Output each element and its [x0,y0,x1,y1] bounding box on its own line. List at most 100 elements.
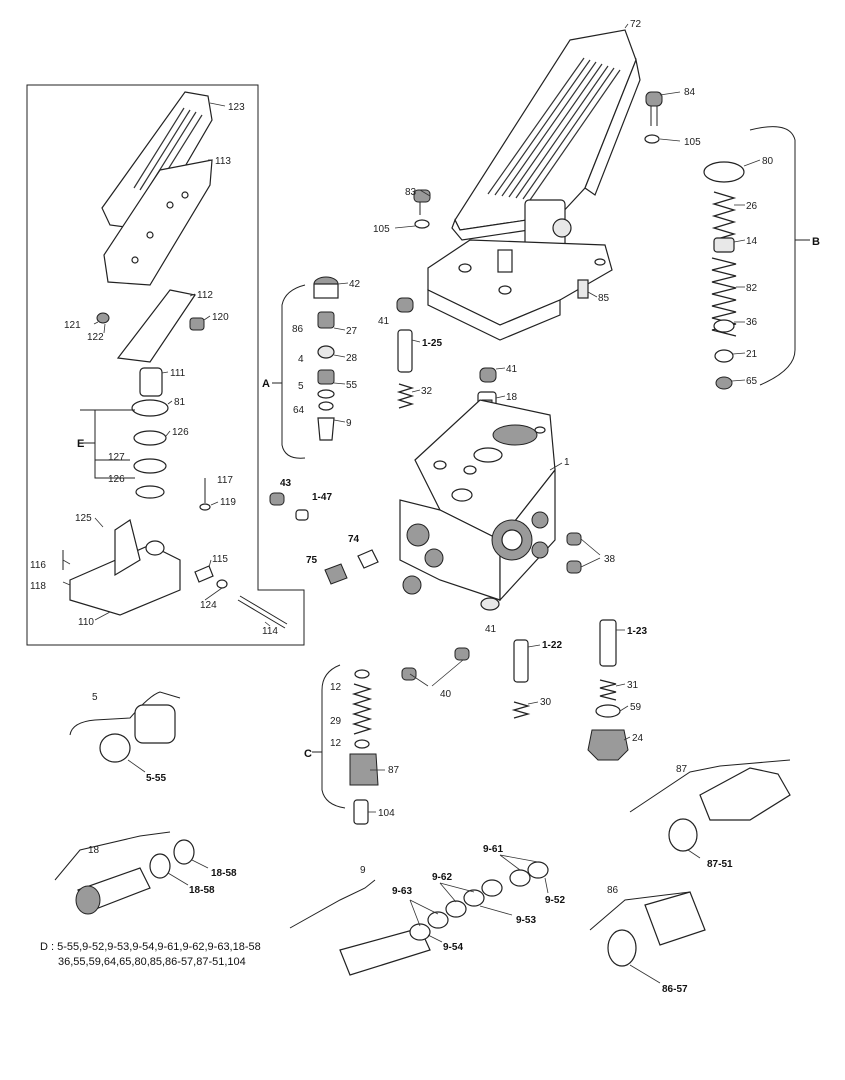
detail-label-9-63: 9-63 [392,886,412,897]
label-111: 111 [170,368,186,379]
label-122: 122 [87,332,104,343]
stack-b [703,126,810,390]
label-75: 75 [306,555,318,566]
kit-note-line2: 36,55,59,64,65,80,85,86-57,87-51,104 [58,956,246,968]
label-43: 43 [280,478,292,489]
label-113: 113 [215,156,231,167]
label-85: 85 [598,293,610,304]
label-120: 120 [212,312,229,323]
detail-87 [629,759,791,852]
detail-label-9-52: 9-52 [545,895,565,906]
parts-122-123 [511,619,629,761]
kit-note-line1: D : 5-55,9-52,9-53,9-54,9-61,9-62,9-63,1… [40,941,261,953]
label-30: 30 [540,697,552,708]
detail-label-86: 86 [607,885,619,896]
detail-label-9-54: 9-54 [443,942,463,953]
group-label-e: E [77,438,84,450]
detail-label-18-58b: 18-58 [189,885,215,896]
label-1-47: 1-47 [312,492,332,503]
detail-label-9-61: 9-61 [483,844,503,855]
label-12b: 12 [330,738,342,749]
label-41c: 41 [485,624,497,635]
label-81: 81 [174,397,186,408]
detail-label-86-57: 86-57 [662,984,688,995]
label-28: 28 [346,353,358,364]
group-label-c: C [304,748,312,760]
label-80: 80 [762,156,774,167]
stack-c [312,664,379,825]
label-83: 83 [405,187,417,198]
inset-frame [26,84,305,646]
label-87: 87 [388,765,400,776]
label-9: 9 [346,418,352,429]
label-86: 86 [292,324,304,335]
label-123: 123 [228,102,245,113]
label-117: 117 [217,475,233,486]
label-118: 118 [30,581,46,592]
detail-label-9-53: 9-53 [516,915,536,926]
detail-label-5: 5 [92,692,98,703]
detail-86 [589,891,706,967]
label-64: 64 [293,405,305,416]
label-55: 55 [346,380,358,391]
detail-label-9: 9 [360,865,366,876]
label-1-22: 1-22 [542,640,562,651]
label-38: 38 [604,554,616,565]
label-84: 84 [684,87,696,98]
label-1-23: 1-23 [627,626,647,637]
detail-5 [69,691,181,763]
label-72: 72 [630,19,642,30]
label-126a: 126 [172,427,189,438]
label-40: 40 [440,689,452,700]
label-124: 124 [200,600,217,611]
label-65: 65 [746,376,758,387]
label-119: 119 [220,497,236,508]
label-1-25: 1-25 [422,338,442,349]
label-105b: 105 [373,224,390,235]
label-21: 21 [746,349,758,360]
detail-label-18-58a: 18-58 [211,868,237,879]
label-127: 127 [108,452,125,463]
label-125: 125 [75,513,92,524]
detail-9 [289,861,549,976]
group-label-a: A [262,378,270,390]
label-12a: 12 [330,682,342,693]
detail-label-18: 18 [88,845,100,856]
screw-83 [413,189,431,229]
label-5: 5 [298,381,304,392]
label-31: 31 [627,680,639,691]
label-112: 112 [197,290,213,301]
leader-lines [62,23,761,984]
label-59: 59 [630,702,642,713]
inset-pedal [62,91,288,629]
label-126b: 126 [108,474,125,485]
label-41a: 41 [378,316,390,327]
label-104: 104 [378,808,395,819]
screw-84 [644,91,663,144]
label-121: 121 [64,320,81,331]
part-labels: 72 84 105 80 26 14 B 82 36 21 65 83 105 … [30,19,820,995]
label-114: 114 [262,626,278,637]
group-label-b: B [812,236,820,248]
label-74: 74 [348,534,360,545]
label-4: 4 [298,354,304,365]
label-27: 27 [346,326,358,337]
detail-label-9-62: 9-62 [432,872,452,883]
detail-label-87: 87 [676,764,688,775]
body-fittings [269,492,582,681]
label-14: 14 [746,236,758,247]
label-18: 18 [506,392,518,403]
main-pedal [427,29,641,341]
label-110: 110 [78,617,94,628]
detail-18 [54,831,195,915]
valve-body [399,399,556,602]
label-42: 42 [349,279,361,290]
label-116: 116 [30,560,46,571]
label-29: 29 [330,716,342,727]
label-105: 105 [684,137,701,148]
label-41b: 41 [506,364,518,375]
label-26: 26 [746,201,758,212]
label-36: 36 [746,317,758,328]
stack-a [272,276,339,459]
